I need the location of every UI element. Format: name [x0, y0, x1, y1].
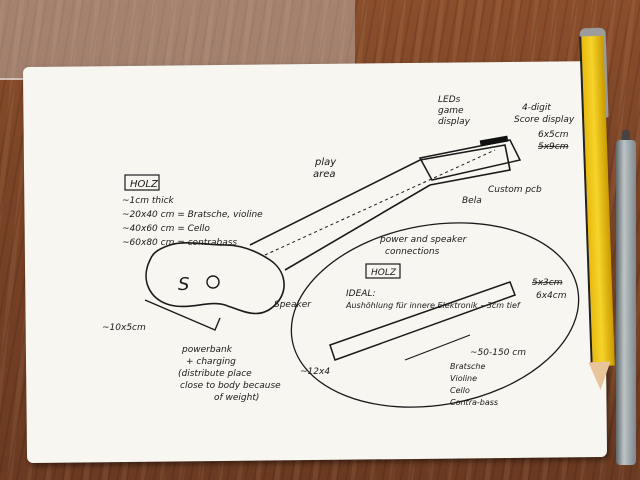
label-pb4: close to body because [180, 381, 281, 391]
label-thin: ~12x4 [300, 367, 330, 377]
label-power2: connections [385, 247, 440, 257]
label-size-a: 6x5cm [538, 130, 569, 140]
holz2-box [365, 263, 401, 279]
label-size-b: 5x9cm [538, 142, 569, 152]
label-dim2: ~40x60 cm = Cello [122, 224, 210, 234]
label-inst1: Bratsche [450, 362, 485, 371]
label-game: game [438, 106, 464, 116]
label-size-c: 5x3cm [532, 278, 563, 288]
label-pb1: powerbank [181, 345, 233, 355]
label-display: display [438, 117, 471, 127]
label-dim1: ~20x40 cm = Bratsche, violine [122, 210, 263, 220]
label-leds: LEDs [438, 95, 461, 105]
label-ideal2: Aushöhlung für innere Elektronik ~3cm ti… [345, 301, 521, 310]
label-length: ~50-150 cm [470, 348, 526, 358]
label-pb3: (distribute place [178, 369, 252, 379]
label-bela: Bela [462, 196, 482, 206]
label-size-d: 6x4cm [536, 291, 567, 301]
label-holz2: HOLZ [371, 268, 397, 278]
label-inst2: Violine [450, 374, 477, 383]
label-area: area [313, 169, 336, 180]
head-box [418, 139, 522, 181]
gel-pen [616, 140, 636, 465]
label-custom-pcb: Custom pcb [488, 185, 542, 195]
label-base: ~10x5cm [102, 323, 146, 333]
holz-box [124, 174, 160, 191]
label-inst4: Contra-bass [450, 398, 498, 407]
base-block [144, 299, 221, 331]
hollow-body [329, 281, 516, 361]
label-dim3: ~60x80 cm = contrabass [122, 238, 237, 248]
instrument-neck [249, 144, 511, 271]
label-score2: Score display [514, 115, 575, 125]
label-score1: 4-digit [522, 103, 551, 113]
label-play: play [314, 157, 337, 168]
label-pb5: of weight) [214, 393, 259, 403]
label-ideal1: IDEAL: [346, 289, 375, 299]
score-display-rect [479, 135, 509, 147]
label-pb2: + charging [186, 357, 236, 367]
label-speaker: Speaker [274, 300, 312, 310]
speaker-circle [206, 275, 220, 289]
label-thick: ~1cm thick [122, 196, 175, 206]
neck-strings [264, 149, 496, 256]
ideal-bubble [290, 222, 580, 408]
instrument-body [145, 242, 285, 315]
label-inst3: Cello [450, 386, 470, 395]
f-hole-left: S [178, 274, 189, 295]
length-arrow [404, 334, 471, 361]
label-power1: power and speaker [379, 235, 468, 245]
label-holz: HOLZ [130, 179, 159, 190]
